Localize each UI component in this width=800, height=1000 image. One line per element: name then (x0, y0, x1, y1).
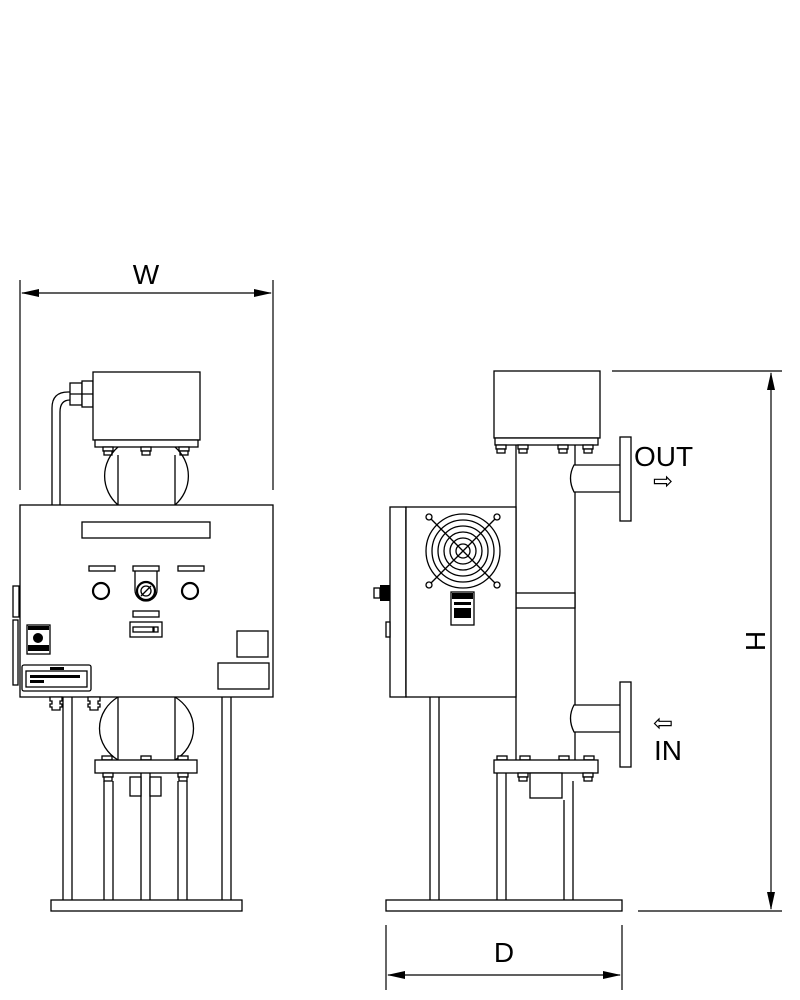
base-plate-side (385, 899, 623, 912)
cable-gland (69, 380, 94, 408)
support-rods (103, 773, 188, 900)
selector-knob-side (373, 585, 390, 601)
warning-label-side (450, 591, 475, 626)
inlet-arrow-icon: ⇦ (653, 710, 673, 737)
band-clamp (515, 592, 576, 609)
inlet-nozzle: ⇦ IN (569, 681, 682, 768)
cable (51, 391, 72, 505)
vessel-upper (104, 446, 189, 506)
switch (129, 621, 163, 638)
hinge (12, 585, 20, 618)
legs-side (429, 697, 440, 900)
bottom-flange (94, 755, 198, 782)
vessel-column (515, 445, 576, 760)
legs (62, 697, 232, 900)
bottom-glands (49, 696, 101, 711)
outlet-label: OUT (634, 441, 693, 472)
height-label: H (740, 631, 771, 651)
warning-label (26, 624, 51, 655)
inlet-label: IN (654, 735, 682, 766)
depth-label: D (494, 937, 514, 968)
side-view: OUT ⇨ ⇦ IN (373, 370, 782, 990)
sensor-box (529, 772, 563, 799)
indicator-lamp-left (91, 581, 111, 601)
fan-guard-icon (425, 513, 501, 589)
base-plate (50, 899, 243, 912)
selector-knob (135, 580, 157, 602)
outlet-arrow-icon: ⇨ (653, 468, 673, 495)
height-dimension: H (612, 370, 782, 912)
control-panel (12, 504, 274, 711)
control-box-side (373, 506, 517, 698)
terminal-box-side (493, 370, 601, 454)
inlet-flange (619, 681, 632, 768)
outlet-flange (619, 436, 632, 522)
bottom-flange-side (493, 755, 599, 799)
support-rods-side (496, 773, 574, 900)
display-window (81, 521, 211, 539)
vessel-lower (98, 696, 195, 761)
front-view: W (12, 259, 274, 912)
indicator-lamp-right (180, 581, 200, 601)
width-label: W (133, 259, 160, 290)
width-dimension: W (19, 259, 274, 490)
depth-dimension: D (385, 925, 623, 990)
terminal-box (92, 371, 201, 456)
outlet-nozzle: OUT ⇨ (569, 436, 693, 522)
caution-label (21, 664, 92, 692)
